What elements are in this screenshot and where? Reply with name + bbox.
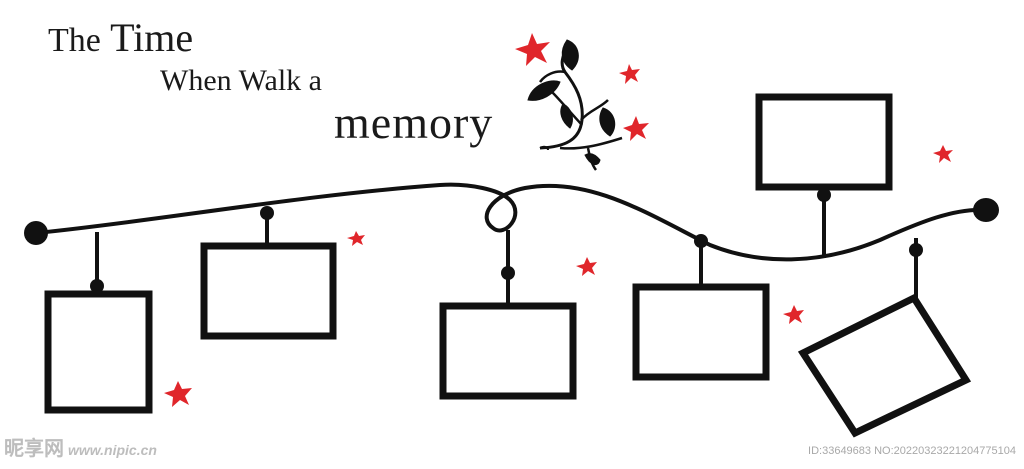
star-decorations (164, 33, 953, 407)
title-line-3: memory (334, 97, 494, 148)
photo-frame-3 (439, 230, 577, 400)
line-end-right (973, 198, 999, 222)
star-7 (783, 305, 804, 324)
star-3 (623, 116, 649, 141)
watermark-brand-text: 昵享网 (4, 438, 64, 460)
watermark-id: ID:33649683 NO:20220323221204775104 (808, 445, 1016, 457)
vine-decoration (527, 39, 623, 171)
star-2 (619, 64, 640, 84)
photo-frame-6 (797, 238, 972, 438)
star-6 (576, 257, 597, 276)
title-word-the: The (48, 22, 101, 59)
title-word-time: Time (110, 15, 194, 60)
title-line-1: The Time (48, 14, 193, 61)
photo-frame-5 (755, 93, 893, 258)
title-line-2: When Walk a (160, 64, 322, 97)
hanging-line (35, 182, 986, 262)
line-end-left (24, 221, 48, 245)
star-4 (933, 145, 953, 163)
star-8 (164, 381, 192, 407)
star-1 (515, 33, 550, 66)
star-5 (347, 231, 365, 246)
photo-frame-4 (632, 234, 770, 381)
photo-frame-1 (44, 232, 153, 414)
photo-frame-2 (200, 206, 337, 340)
watermark-url: www.nipic.cn (68, 442, 157, 458)
